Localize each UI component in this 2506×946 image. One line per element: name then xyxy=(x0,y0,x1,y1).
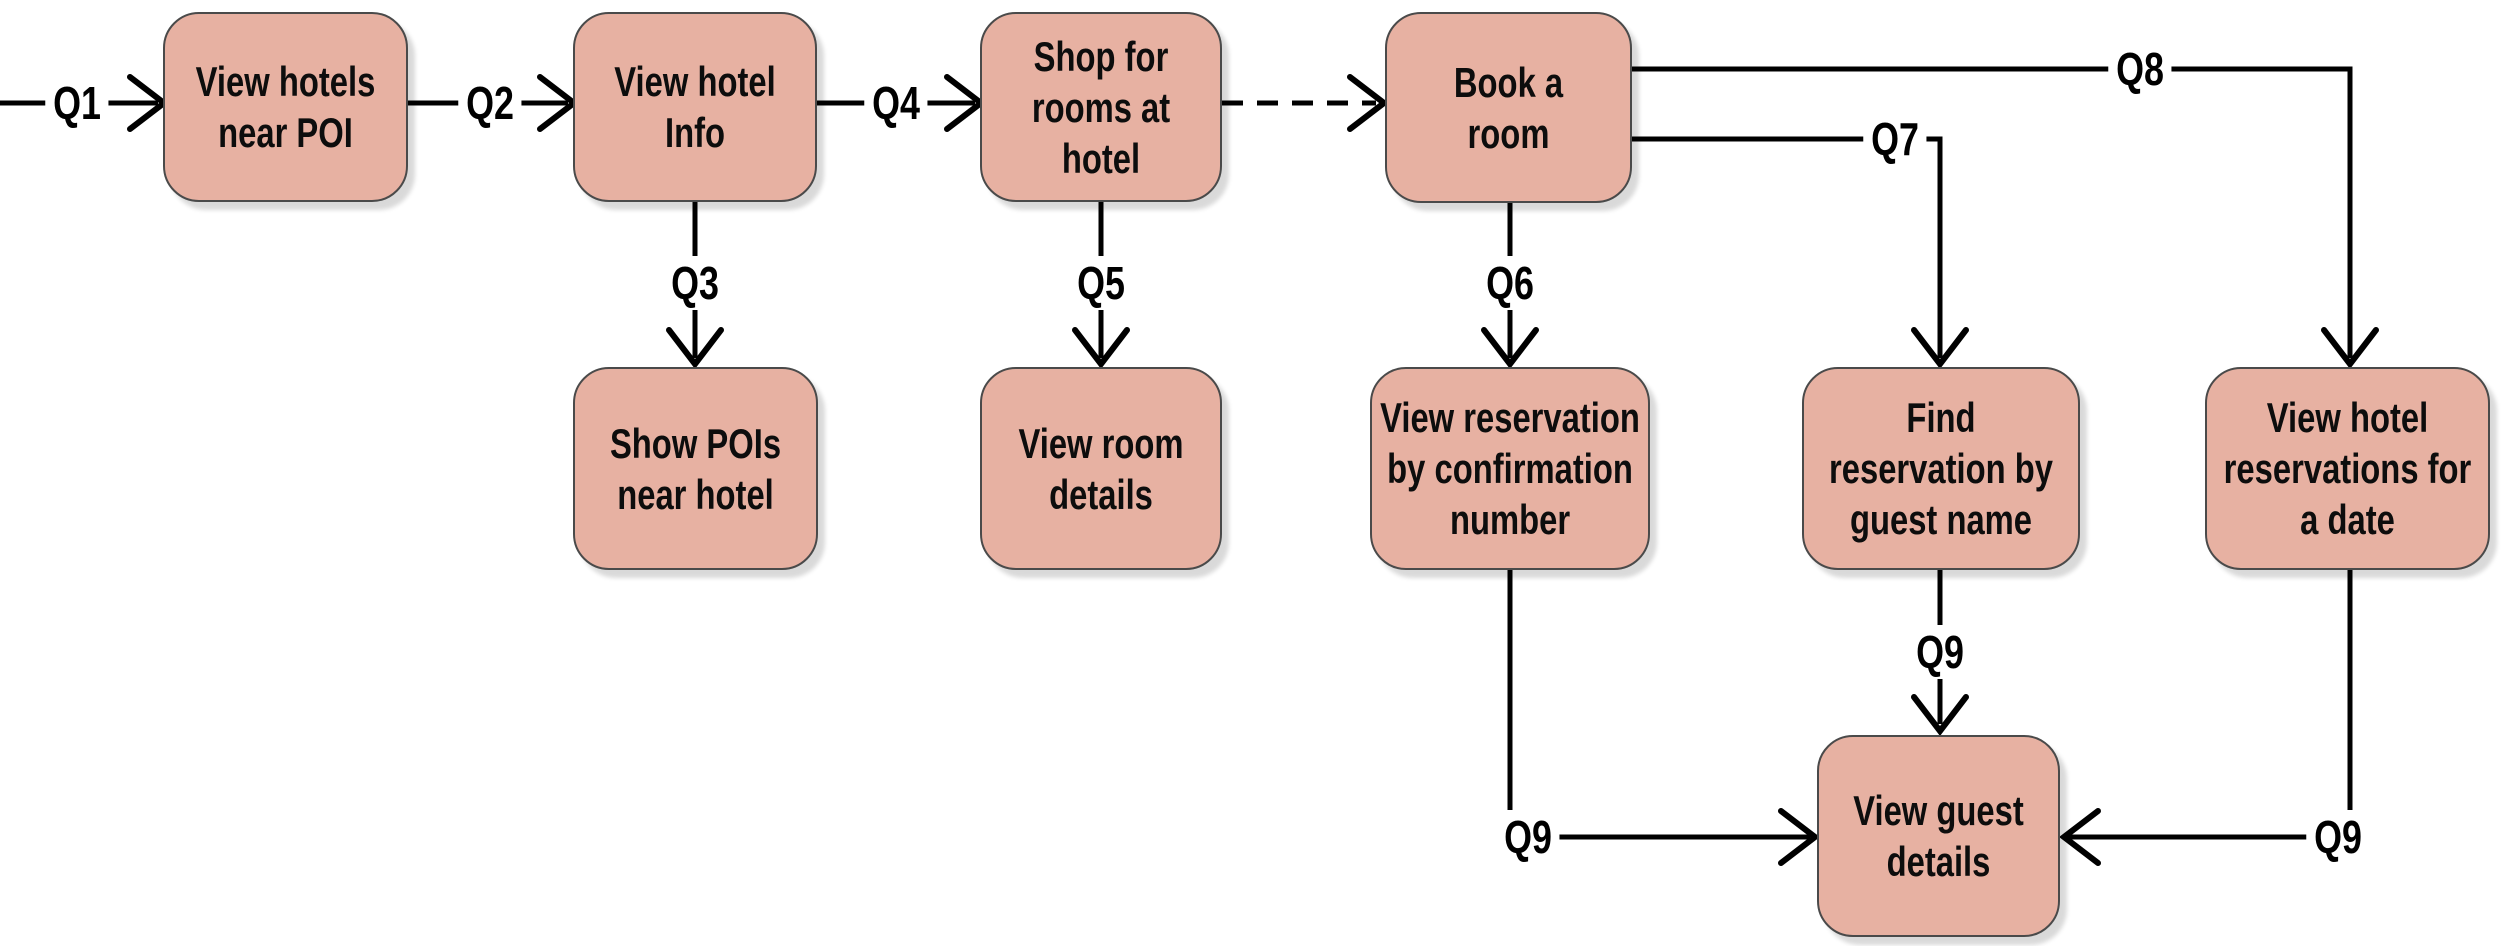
edge-label-q4: Q4 xyxy=(864,76,928,130)
node-view-hotel-info: View hotel Info xyxy=(573,12,817,202)
edge-label-q2: Q2 xyxy=(458,76,522,130)
node-label: View hotel reservations for a date xyxy=(2223,394,2472,543)
node-view-room-details: View room details xyxy=(980,367,1222,570)
node-book-a-room: Book a room xyxy=(1385,12,1632,203)
node-label: View guest details xyxy=(1853,787,2024,885)
node-label: View reservation by confirmation number xyxy=(1380,394,1640,543)
node-find-reservation-by-guest-name: Find reservation by guest name xyxy=(1802,367,2080,570)
edge-shop-to-book-arrowhead xyxy=(1347,74,1389,132)
edge-label-q9-right: Q9 xyxy=(2306,810,2370,864)
edge-label-q3: Q3 xyxy=(663,256,727,310)
node-label: Book a room xyxy=(1453,58,1564,157)
node-label: View hotels near POI xyxy=(195,58,376,156)
edge-q9-left-line xyxy=(1507,570,1810,840)
node-view-hotel-reservations-for-a-date: View hotel reservations for a date xyxy=(2205,367,2490,570)
edge-q9-right-arrowhead xyxy=(2059,808,2101,866)
edge-q8-arrowhead xyxy=(2321,327,2379,369)
node-view-hotels-near-poi: View hotels near POI xyxy=(163,12,408,202)
node-label: Shop for rooms at hotel xyxy=(1031,32,1171,182)
edge-q8-line xyxy=(1632,66,2353,358)
node-view-reservation-by-confirmation-number: View reservation by confirmation number xyxy=(1370,367,1650,570)
edge-q5-arrowhead xyxy=(1072,327,1130,369)
node-show-pois-near-hotel: Show POIs near hotel xyxy=(573,367,818,570)
node-label: View room details xyxy=(1018,419,1184,518)
edge-q9-middle-arrowhead xyxy=(1911,694,1969,736)
edge-label-q5: Q5 xyxy=(1069,256,1133,310)
node-shop-for-rooms-at-hotel: Shop for rooms at hotel xyxy=(980,12,1222,202)
edge-q9-right-line xyxy=(2068,570,2353,840)
node-label: Find reservation by guest name xyxy=(1829,394,2053,543)
edge-q3-arrowhead xyxy=(666,327,724,369)
edge-q7-line xyxy=(1632,136,1943,358)
node-label: View hotel Info xyxy=(614,58,776,156)
edge-q6-arrowhead xyxy=(1481,327,1539,369)
edge-label-q9-middle: Q9 xyxy=(1908,625,1972,679)
edge-q7-arrowhead xyxy=(1911,327,1969,369)
node-view-guest-details: View guest details xyxy=(1817,735,2060,937)
edge-label-q8: Q8 xyxy=(2108,42,2172,96)
edge-label-q9-left: Q9 xyxy=(1496,810,1560,864)
edge-label-q6: Q6 xyxy=(1478,256,1542,310)
edge-q9-left-arrowhead xyxy=(1778,808,1820,866)
node-label: Show POIs near hotel xyxy=(609,419,782,518)
edge-label-q1: Q1 xyxy=(45,76,109,130)
edge-label-q7: Q7 xyxy=(1863,112,1927,166)
